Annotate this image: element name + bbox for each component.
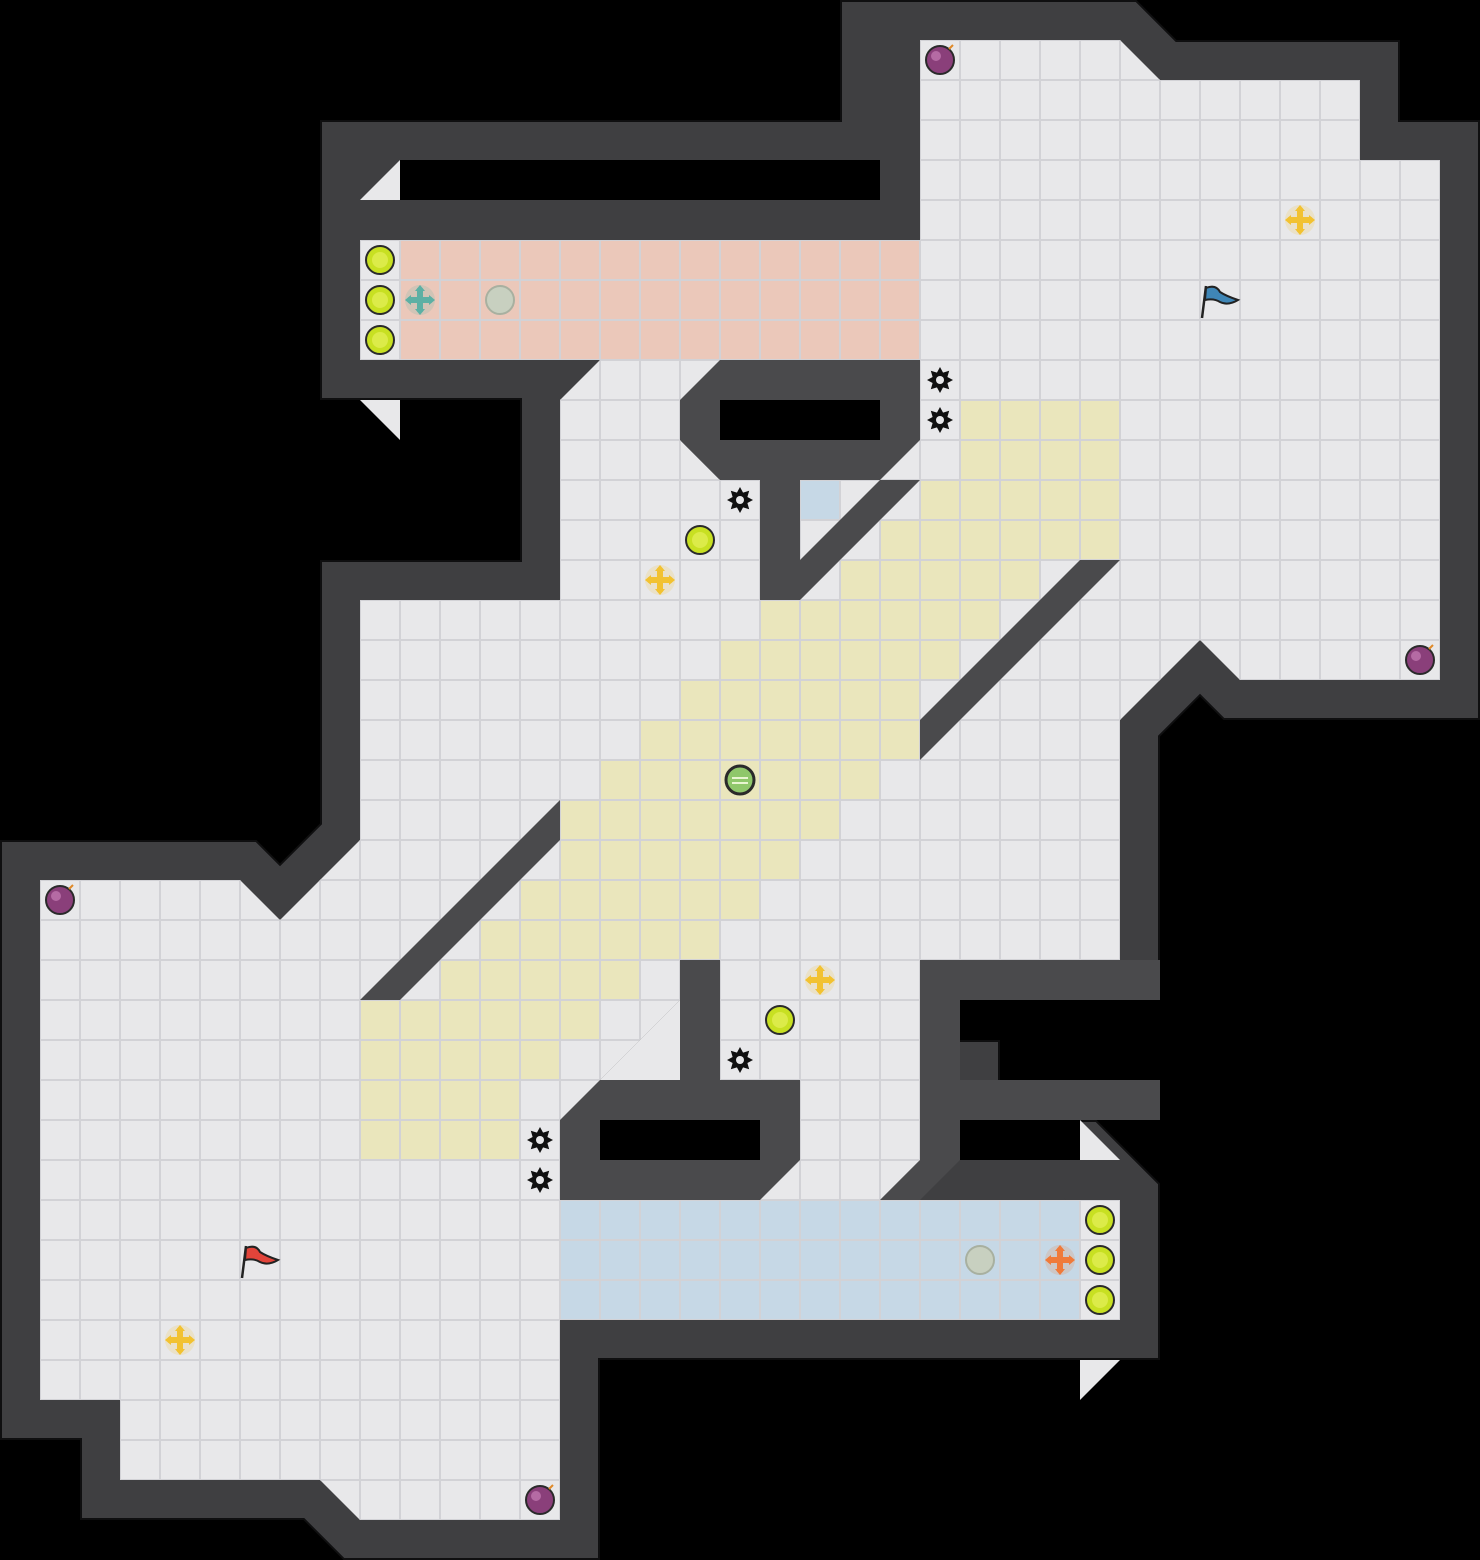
button-icon[interactable]	[965, 1245, 995, 1275]
powerup-icon[interactable]	[1085, 1285, 1115, 1315]
boost-icon[interactable]	[1285, 205, 1315, 235]
spike-icon	[927, 407, 953, 433]
spike-icon	[927, 367, 953, 393]
spike-icon	[727, 487, 753, 513]
powerup-icon[interactable]	[765, 1005, 795, 1035]
boost-icon[interactable]	[805, 965, 835, 995]
bomb-icon	[925, 44, 955, 75]
red-flag-icon[interactable]	[240, 1245, 281, 1279]
bomb-icon	[525, 1484, 555, 1515]
powerup-icon[interactable]	[365, 245, 395, 275]
spike-icon	[527, 1167, 553, 1193]
boost-icon[interactable]	[165, 1325, 195, 1355]
bombs-layer	[45, 44, 1435, 1515]
powerups-layer	[365, 245, 1115, 1315]
spikes-layer	[527, 367, 953, 1193]
boosts-layer	[165, 205, 1315, 1355]
blue-flag-icon[interactable]	[1200, 285, 1241, 319]
boost-icon[interactable]	[405, 285, 435, 315]
powerup-icon[interactable]	[365, 325, 395, 355]
inner-walls	[360, 160, 1160, 1400]
bomb-icon	[45, 884, 75, 915]
powerup-icon[interactable]	[365, 285, 395, 315]
portal-icon[interactable]	[724, 764, 756, 796]
boost-icon[interactable]	[645, 565, 675, 595]
powerup-icon[interactable]	[1085, 1245, 1115, 1275]
spike-icon	[527, 1127, 553, 1153]
bomb-icon	[1405, 644, 1435, 675]
powerup-icon[interactable]	[685, 525, 715, 555]
spike-icon	[727, 1047, 753, 1073]
powerup-icon[interactable]	[1085, 1205, 1115, 1235]
button-icon[interactable]	[485, 285, 515, 315]
boost-icon[interactable]	[1045, 1245, 1075, 1275]
